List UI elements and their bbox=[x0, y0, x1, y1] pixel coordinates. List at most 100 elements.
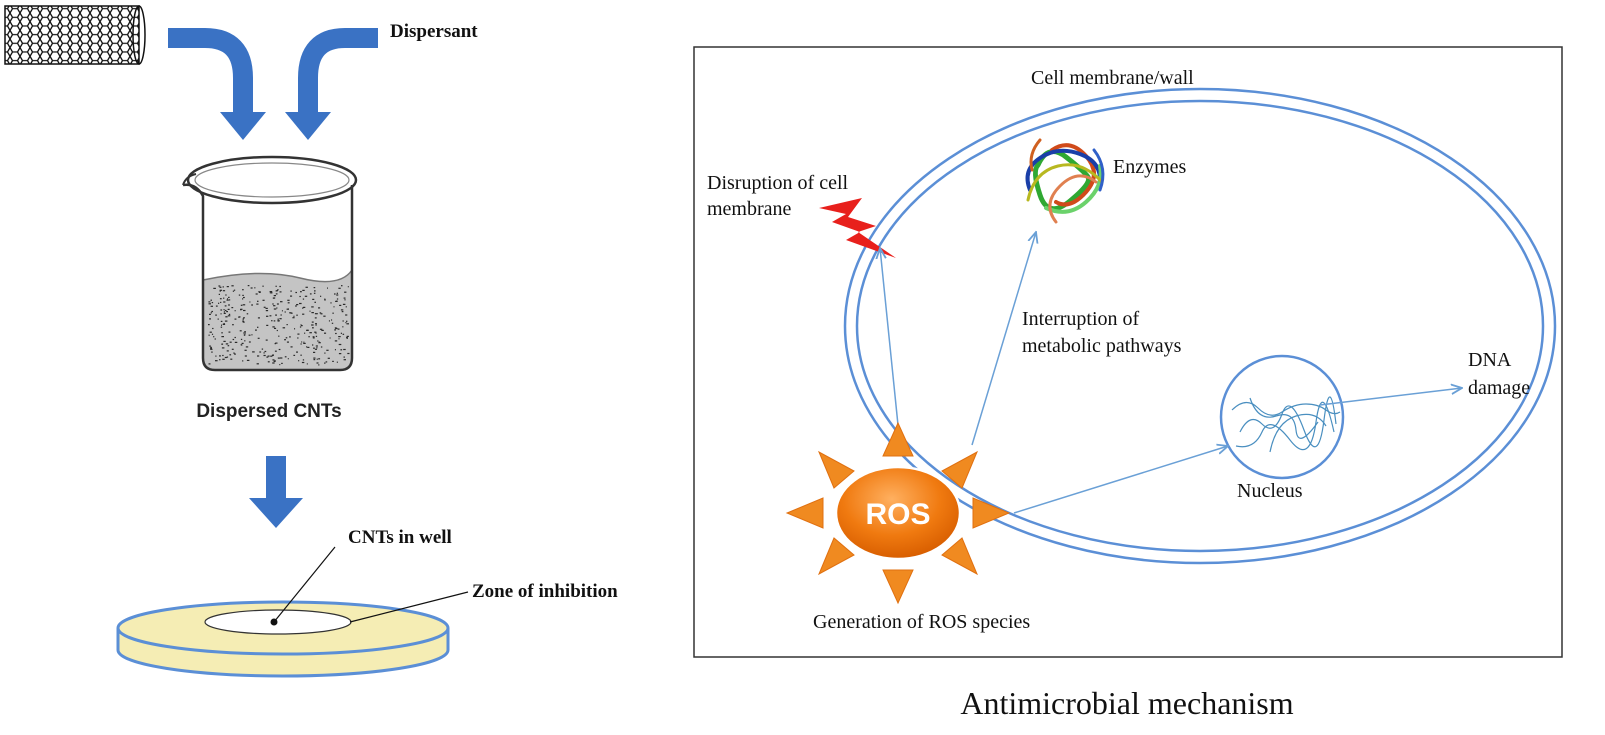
particle bbox=[341, 311, 344, 313]
particle bbox=[220, 309, 223, 311]
particle bbox=[272, 303, 274, 305]
carbon-nanotube-icon bbox=[4, 5, 146, 65]
particle bbox=[229, 341, 232, 343]
particle bbox=[209, 331, 212, 333]
particle bbox=[211, 310, 213, 313]
particle bbox=[242, 360, 244, 362]
particle bbox=[328, 320, 330, 322]
dispersant-flow-arrow bbox=[285, 28, 378, 140]
particle bbox=[334, 349, 336, 351]
particle bbox=[225, 316, 228, 318]
particle bbox=[228, 331, 231, 333]
particle bbox=[338, 336, 341, 338]
particle bbox=[298, 360, 300, 362]
particle bbox=[228, 304, 230, 306]
particle bbox=[278, 335, 280, 337]
particle bbox=[314, 290, 316, 292]
particle bbox=[257, 300, 259, 302]
particle bbox=[209, 345, 211, 347]
particle bbox=[221, 347, 225, 349]
particle bbox=[287, 308, 289, 310]
particle bbox=[296, 351, 298, 353]
particle bbox=[225, 294, 227, 296]
particle bbox=[303, 342, 306, 344]
cnt-flow-arrow bbox=[168, 28, 266, 140]
particle bbox=[242, 298, 244, 300]
particle bbox=[302, 298, 305, 300]
particle bbox=[265, 310, 269, 312]
particle bbox=[344, 299, 346, 301]
particle bbox=[208, 363, 211, 365]
particle bbox=[304, 332, 306, 334]
particle bbox=[319, 312, 322, 314]
particle bbox=[311, 324, 314, 326]
particle bbox=[272, 354, 274, 356]
particle bbox=[249, 301, 251, 303]
particle bbox=[312, 327, 314, 329]
particle bbox=[242, 320, 244, 322]
particle bbox=[303, 306, 306, 308]
particle bbox=[346, 323, 349, 325]
particle bbox=[279, 285, 281, 288]
particle bbox=[275, 293, 278, 295]
particle bbox=[335, 332, 337, 335]
particle bbox=[262, 299, 265, 301]
enzymes-label: Enzymes bbox=[1113, 156, 1187, 178]
particle bbox=[220, 301, 222, 303]
particle bbox=[314, 317, 317, 319]
particle bbox=[279, 291, 282, 293]
particle bbox=[277, 318, 279, 320]
particle bbox=[243, 309, 246, 312]
particle bbox=[302, 307, 304, 309]
particle bbox=[226, 311, 228, 313]
disruption-label-line2: membrane bbox=[707, 198, 792, 220]
particle bbox=[229, 354, 232, 356]
particle bbox=[242, 294, 244, 296]
particle bbox=[300, 324, 302, 326]
particle bbox=[246, 359, 250, 361]
particle bbox=[225, 343, 229, 345]
particle bbox=[338, 338, 340, 340]
particle bbox=[238, 316, 241, 318]
particle bbox=[245, 346, 249, 348]
particle bbox=[289, 336, 291, 338]
particle bbox=[223, 301, 226, 303]
particle bbox=[231, 285, 234, 287]
zone-of-inhibition-label: Zone of inhibition bbox=[472, 581, 618, 602]
particle bbox=[279, 357, 283, 359]
particle bbox=[269, 292, 273, 294]
particle bbox=[311, 306, 314, 308]
particle bbox=[215, 314, 217, 316]
particle bbox=[272, 359, 275, 361]
particle bbox=[215, 305, 218, 307]
particle bbox=[242, 289, 244, 291]
dna-strand-icon bbox=[1231, 396, 1341, 453]
particle bbox=[320, 346, 323, 348]
particle bbox=[277, 289, 279, 291]
particle bbox=[242, 304, 246, 306]
particle bbox=[240, 309, 242, 311]
particle bbox=[208, 303, 211, 305]
particle bbox=[287, 299, 290, 301]
particle bbox=[210, 347, 212, 350]
particle bbox=[259, 351, 262, 353]
particle bbox=[214, 338, 216, 340]
particle bbox=[318, 364, 320, 366]
particle bbox=[257, 337, 260, 339]
particle bbox=[223, 311, 225, 313]
particle bbox=[312, 298, 315, 300]
particle bbox=[231, 307, 234, 309]
particle bbox=[318, 342, 321, 344]
particle bbox=[314, 348, 317, 350]
particle bbox=[340, 309, 344, 311]
particle bbox=[265, 339, 268, 341]
particle bbox=[323, 315, 326, 317]
particle bbox=[210, 348, 213, 350]
particle bbox=[220, 320, 223, 322]
particle bbox=[340, 332, 342, 334]
particle bbox=[345, 306, 347, 308]
particle bbox=[273, 320, 276, 322]
particle bbox=[319, 328, 323, 330]
particle bbox=[232, 290, 235, 292]
particle bbox=[344, 291, 347, 293]
